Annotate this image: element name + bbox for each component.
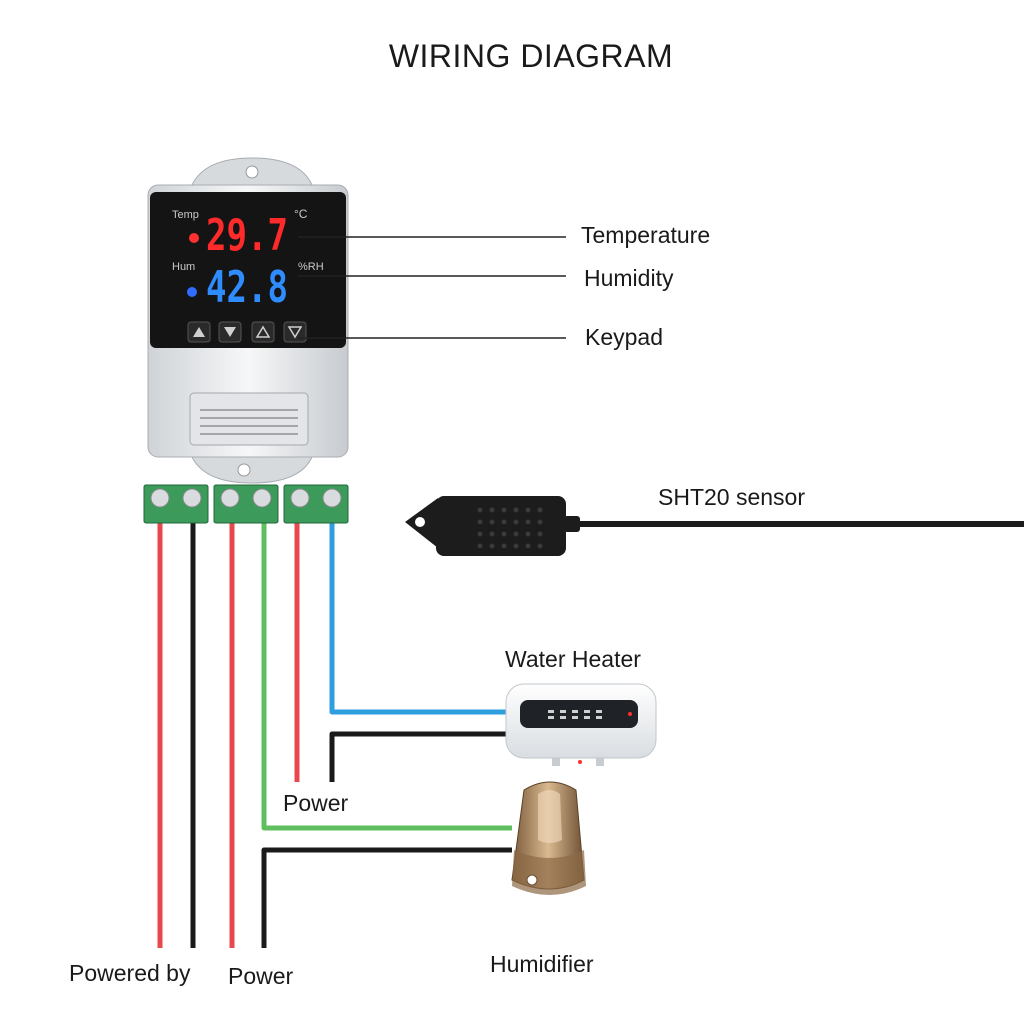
humidifier-green-wire xyxy=(261,520,512,831)
hum-label: Hum xyxy=(172,261,195,273)
temp-unit: °C xyxy=(294,207,308,221)
terminal-block-heater xyxy=(283,484,349,524)
temp-indicator-led xyxy=(189,233,199,243)
humidity-reading: 42.8 xyxy=(206,262,288,313)
keypad-label: Keypad xyxy=(585,324,664,350)
hum-indicator-led xyxy=(187,287,197,297)
humidifier-black-wire xyxy=(261,847,512,948)
up-button-icon[interactable] xyxy=(187,321,211,343)
terminal-block-humidifier xyxy=(213,484,279,524)
controller-device xyxy=(147,157,349,484)
temperature-reading: 29.7 xyxy=(206,210,288,261)
keypad xyxy=(187,321,307,343)
water-heater-label: Water Heater xyxy=(505,646,641,672)
powered-by-label: Powered by xyxy=(69,960,191,986)
sensor-label: SHT20 sensor xyxy=(658,484,806,510)
heater-black-wire xyxy=(329,731,508,782)
up-outline-button-icon[interactable] xyxy=(251,321,275,343)
sht20-sensor xyxy=(405,496,580,556)
diagram-title: WIRING DIAGRAM xyxy=(388,38,674,74)
humidity-label: Humidity xyxy=(584,265,674,291)
heater-blue-wire xyxy=(329,520,508,715)
hum-unit: %RH xyxy=(298,261,324,273)
power-label-left: Power xyxy=(228,963,294,989)
down-button-icon[interactable] xyxy=(218,321,242,343)
water-heater xyxy=(505,683,657,766)
terminal-block-power xyxy=(143,484,209,524)
temp-label: Temp xyxy=(172,209,199,221)
power-label-mid: Power xyxy=(283,790,349,816)
humidifier xyxy=(511,781,586,895)
humidifier-label: Humidifier xyxy=(490,951,594,977)
temperature-label: Temperature xyxy=(581,222,711,248)
down-outline-button-icon[interactable] xyxy=(283,321,307,343)
